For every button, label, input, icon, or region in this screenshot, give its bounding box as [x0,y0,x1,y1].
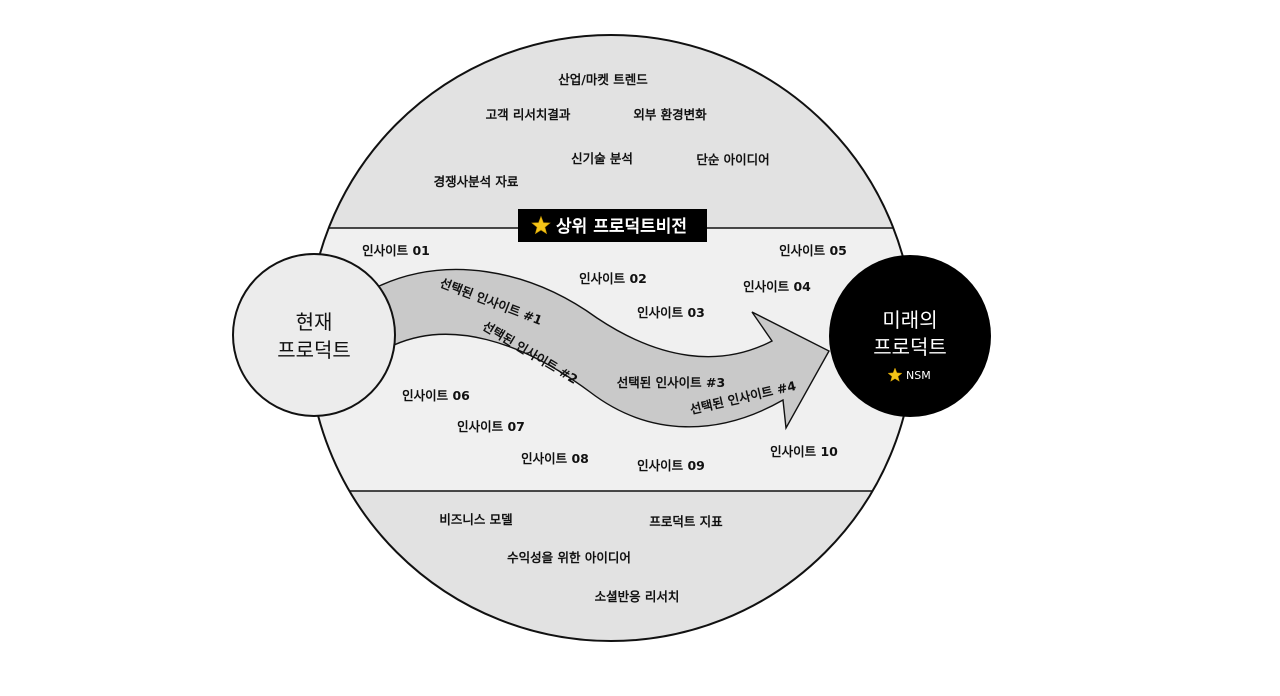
insight-label: 인사이트 10 [770,444,838,459]
star-icon [887,367,903,382]
insight-label: 인사이트 09 [637,458,705,473]
top-item: 고객 리서치결과 [486,107,571,122]
insight-label: 인사이트 03 [637,305,705,320]
future-product-subtitle: 프로덕트 [873,335,947,359]
nsm-badge: NSM [906,369,931,382]
current-product-title: 현재 [296,310,333,334]
top-item: 신기술 분석 [571,151,633,166]
vision-banner: 상위 프로덕트비전 [518,209,707,242]
top-item: 경쟁사분석 자료 [434,174,519,189]
current-product-circle [232,253,396,417]
insight-label: 인사이트 07 [457,419,525,434]
top-item: 산업/마켓 트렌드 [558,72,648,87]
vision-label: 상위 프로덕트비전 [556,217,687,237]
insight-label: 인사이트 02 [579,271,647,286]
insight-label: 인사이트 06 [402,388,470,403]
insight-label: 인사이트 05 [779,243,847,258]
insight-label: 인사이트 04 [743,279,811,294]
current-product-node: 현재 프로덕트 [232,253,396,417]
future-product-title: 미래의 [882,308,937,332]
top-item: 단순 아이디어 [696,152,769,167]
star-icon [531,215,551,235]
selected-insight: 선택된 인사이트 #3 [617,375,725,390]
bottom-item: 수익성을 위한 아이디어 [507,550,631,565]
bottom-item: 비즈니스 모델 [439,512,512,527]
bottom-item: 소셜반응 리서치 [595,589,680,604]
bottom-item: 프로덕트 지표 [649,514,723,529]
bottom-band [308,491,914,641]
vision-banner-bg [518,209,707,242]
insight-label: 인사이트 08 [521,451,589,466]
current-product-subtitle: 프로덕트 [277,338,351,362]
insight-flow-arrow [376,268,830,431]
future-product-node: 미래의 프로덕트 NSM [829,255,991,417]
future-product-circle [829,255,991,417]
top-item: 외부 환경변화 [633,107,707,122]
insight-label: 인사이트 01 [362,243,430,258]
